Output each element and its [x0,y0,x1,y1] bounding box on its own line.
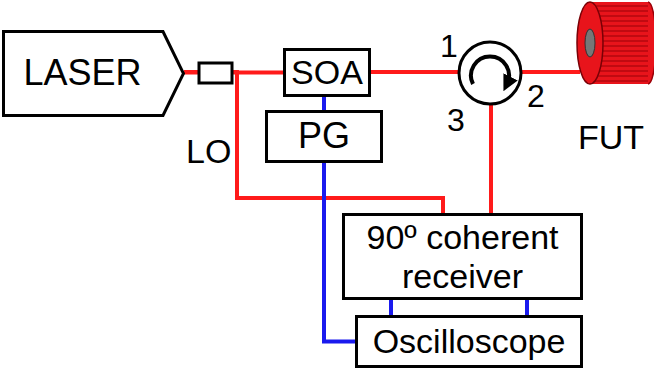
signal-connector [389,300,393,315]
circulator [459,42,521,104]
pulse-generator-box: PG [265,110,383,163]
signal-connector [322,97,326,110]
port-number: 3 [447,104,465,136]
receiver-box: 90º coherent receiver [342,213,583,300]
spool-end [648,2,654,84]
node-label: Oscilloscope [373,322,566,360]
node-label: FUT [578,118,644,156]
fiber-wire [489,103,493,214]
oscilloscope-box: Oscilloscope [355,315,583,368]
fiber-wire [520,70,580,74]
fiber-coupler [199,63,232,83]
node-label: 90º coherent receiver [350,218,575,294]
fiber-spool: FUT [568,0,654,160]
fiber-wire [371,70,460,74]
signal-connector [525,300,529,315]
laser-source: LASER [2,30,185,117]
spool-winding [590,80,648,81]
port-number: 1 [440,30,458,62]
port-number: 2 [527,80,545,112]
node-label: PG [298,116,350,156]
signal-name: LO [186,134,231,168]
amplifier-box: SOA [283,48,371,97]
circulator-arrow [471,57,509,84]
laser-outline-shape [4,32,184,116]
spool-face [577,2,603,84]
node-label: LASER [23,53,141,93]
node-label: SOA [291,53,363,91]
fiber-spool-drawing [568,0,654,90]
spool-hub [585,29,595,57]
spool-winding [590,5,648,6]
